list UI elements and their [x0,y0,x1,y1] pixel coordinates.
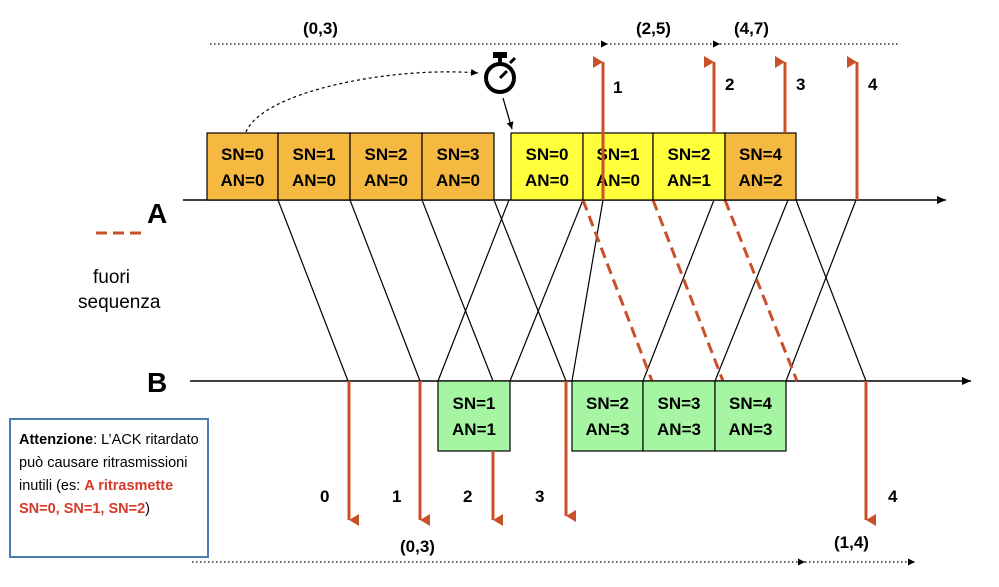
frame-an: AN=0 [221,171,265,190]
frame-a-retx-1: SN=1 AN=0 [582,132,654,201]
frame-sn: SN=0 [526,145,569,164]
frame-b-1: SN=2 AN=3 [571,380,644,452]
delivery-label: 4 [888,487,898,506]
frame-a-3: SN=3 AN=0 [421,132,495,201]
delivery-label: 3 [796,75,805,94]
note-title: Attenzione [19,432,94,448]
legend-out-of-sequence: fuori sequenza [78,231,161,313]
frame-an: AN=2 [739,171,783,190]
window-indicators-a: (0,3) (2,5) (4,7) [210,19,900,48]
legend-line2: sequenza [78,292,161,313]
frame-sn: SN=0 [221,145,264,164]
frame-an: AN=3 [657,420,701,439]
frame-sn: SN=1 [293,145,336,164]
window-indicators-b: (0,3) (1,4) [192,533,915,566]
timeout-arrow [502,97,514,130]
frame-b-2: SN=3 AN=3 [642,380,716,452]
frame-sn: SN=4 [739,145,783,164]
frame-b-3: SN=4 AN=3 [714,380,787,452]
delivery-arrows-b [347,381,876,526]
frame-b-0: SN=1 AN=1 [437,380,511,452]
window-label: (0,3) [303,19,338,38]
delivery-labels-b: 0 1 2 3 4 [320,487,898,506]
delivery-label: 3 [535,487,544,506]
frame-sn: SN=3 [437,145,480,164]
delivery-label: 2 [463,487,472,506]
window-label: (0,3) [400,537,435,556]
stopwatch-icon [484,52,517,94]
frame-an: AN=3 [586,420,630,439]
frame-an: AN=0 [596,171,640,190]
window-label: (1,4) [834,533,869,552]
frame-a-0: SN=0 AN=0 [206,132,279,201]
frame-a-4: SN=4 AN=2 [724,132,797,201]
frame-an: AN=3 [729,420,773,439]
transmission-lines [277,199,867,382]
out-of-sequence-lines [581,199,799,382]
frames-a-orange: SN=0 AN=0 SN=1 AN=0 SN=2 AN=0 SN=3 AN=0 [206,132,495,201]
frame-an: AN=1 [667,171,711,190]
frame-an: AN=0 [292,171,336,190]
note-box: Attenzione: L’ACK ritardato può causare … [9,418,209,558]
delivery-label: 0 [320,487,329,506]
note-highlight: A ritrasmette SN=0, SN=1, SN=2 [19,478,174,517]
frame-sn: SN=1 [597,145,640,164]
frame-sn: SN=2 [586,394,629,413]
timeout-curve [245,68,479,133]
frame-sn: SN=3 [658,394,701,413]
window-label: (2,5) [636,19,671,38]
frame-sn: SN=2 [365,145,408,164]
frame-a-retx-0: SN=0 AN=0 [510,132,584,201]
delivery-label: 1 [613,78,622,97]
station-a-label: A [147,198,167,229]
frame-a-retx-2: SN=2 AN=1 [652,132,726,201]
station-b-label: B [147,367,167,398]
frame-an: AN=0 [436,171,480,190]
frame-sn: SN=1 [453,394,496,413]
legend-line1: fuori [93,267,130,288]
note-end: ) [145,501,150,517]
delivery-label: 1 [392,487,401,506]
frame-an: AN=0 [364,171,408,190]
window-label: (4,7) [734,19,769,38]
delivery-labels-a: 1 2 3 4 [613,75,878,97]
delivery-label: 4 [868,75,878,94]
frame-sn: SN=2 [668,145,711,164]
frames-a-yellow: SN=0 AN=0 SN=1 AN=0 SN=2 AN=1 SN=4 AN=2 [510,132,797,201]
delivery-arrows-a [593,56,859,200]
note-text: : L’ACK ritardato può causare ritrasmiss… [19,432,199,494]
delivery-label: 2 [725,75,734,94]
frame-an: AN=0 [525,171,569,190]
frame-an: AN=1 [452,420,496,439]
frames-b-green: SN=1 AN=1 SN=2 AN=3 SN=3 AN=3 SN=4 AN=3 [437,380,787,452]
frame-a-1: SN=1 AN=0 [277,132,351,201]
frame-sn: SN=4 [729,394,773,413]
frame-a-2: SN=2 AN=0 [349,132,423,201]
